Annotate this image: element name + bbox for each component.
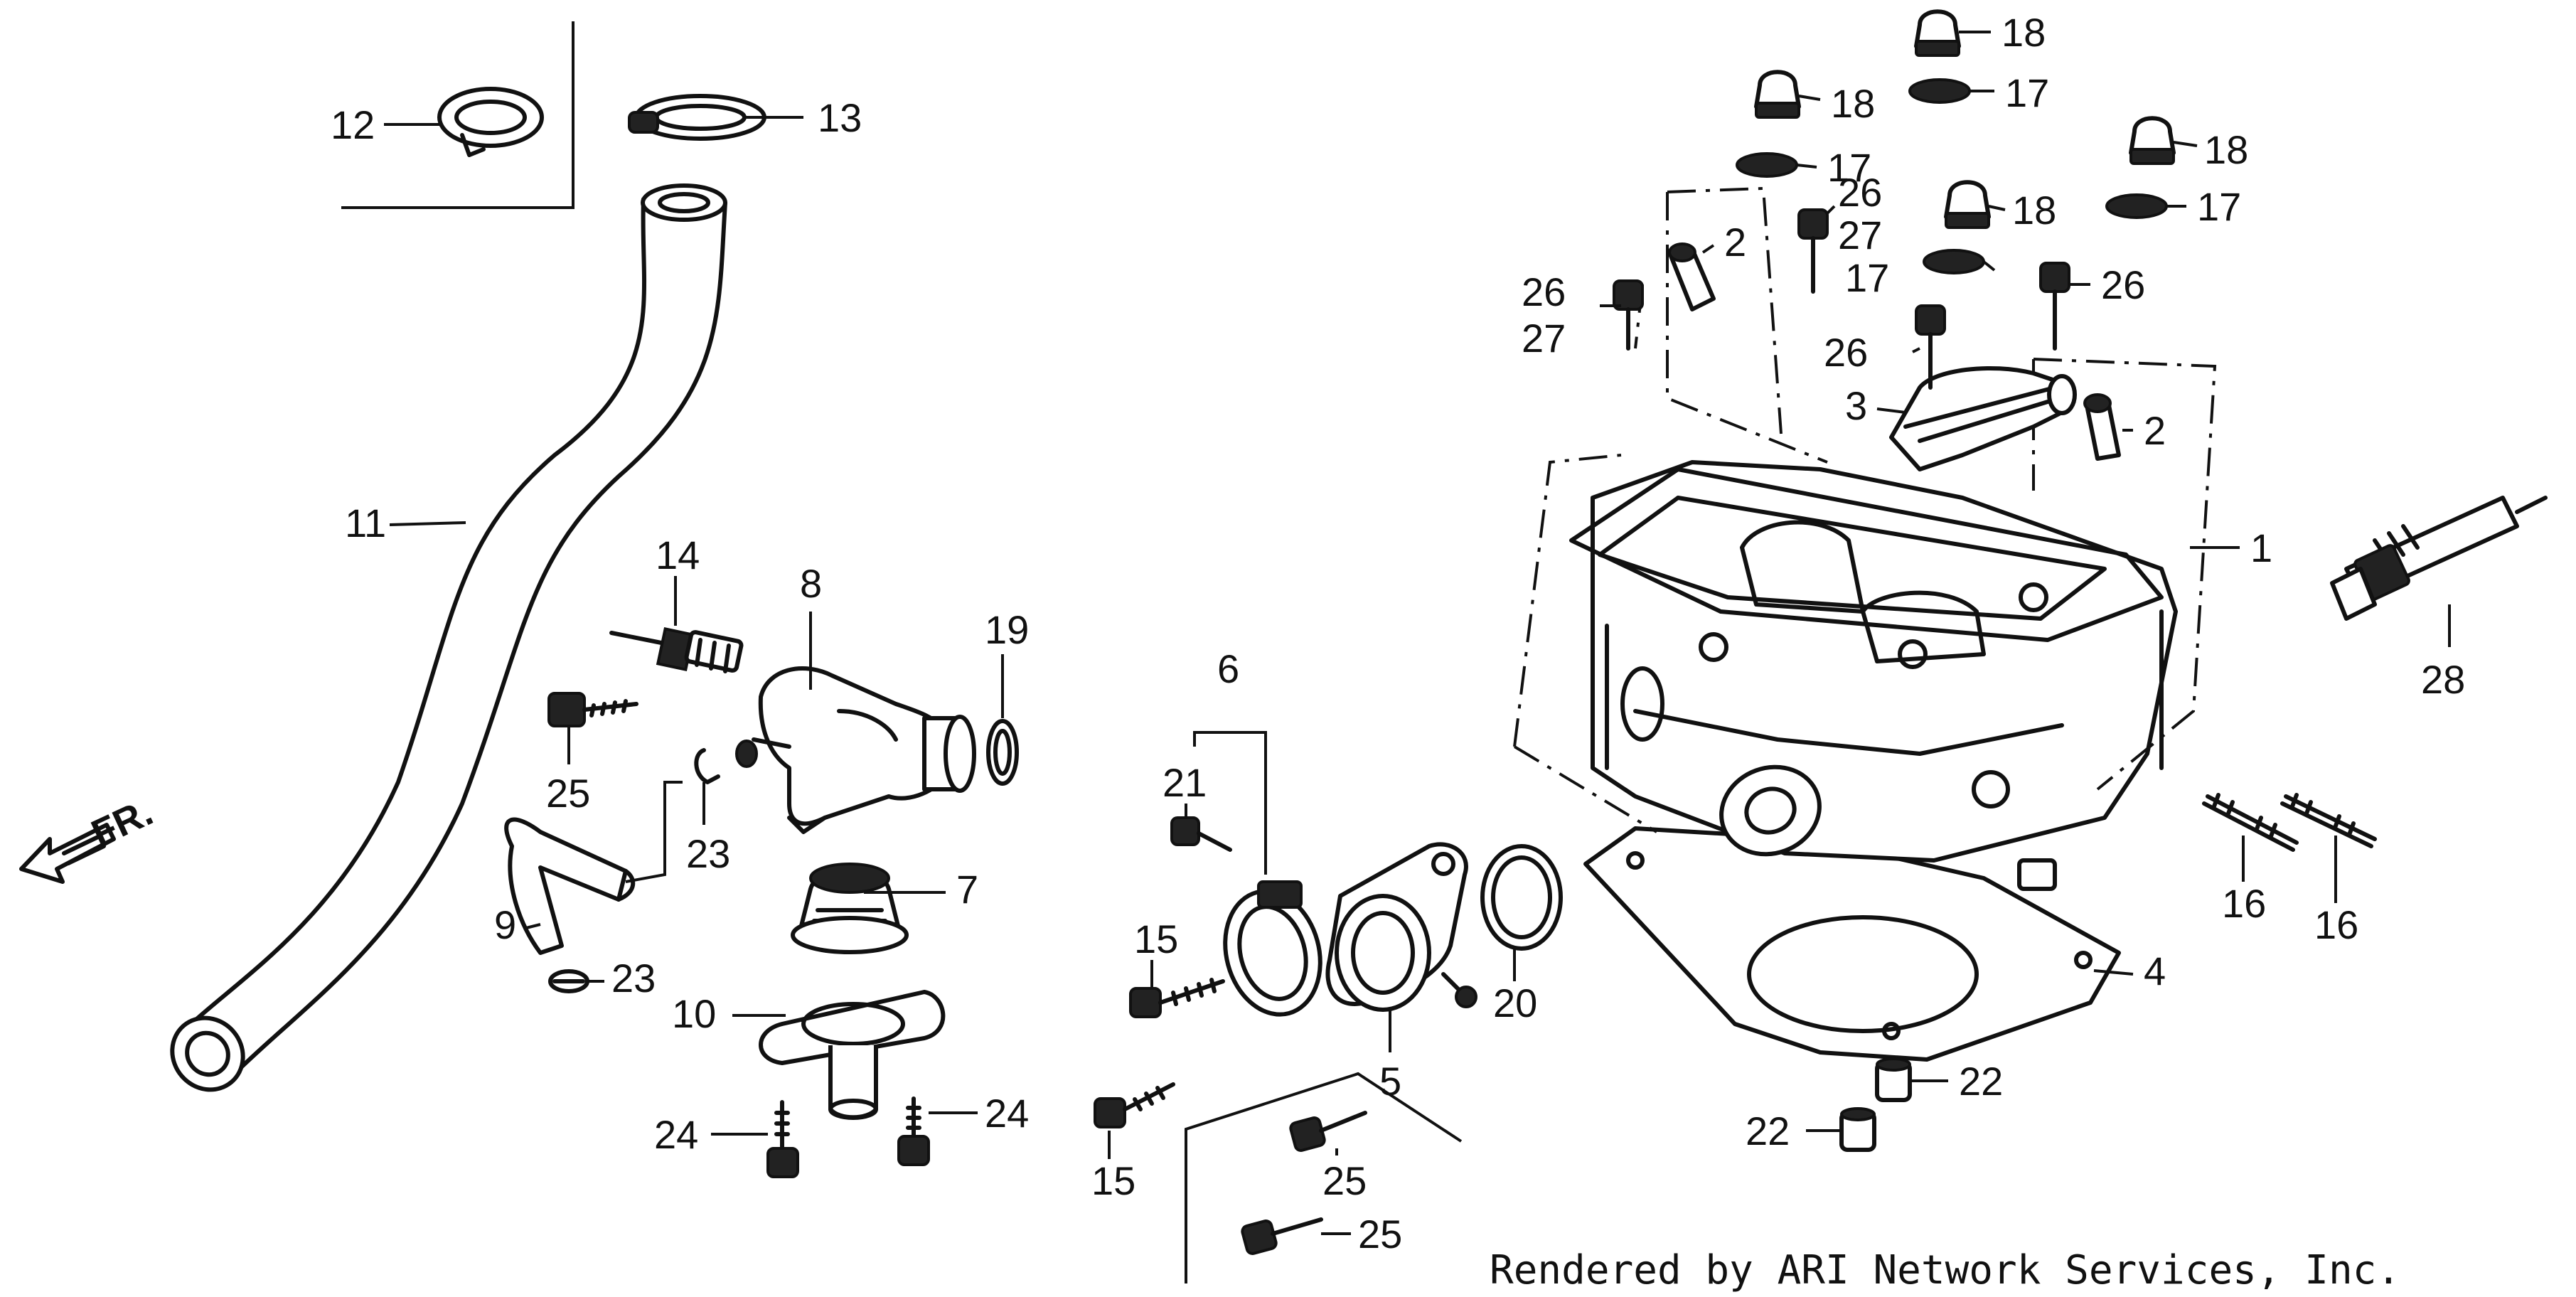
part-25-bolt-a [547,692,638,727]
credit-text: Rendered by ARI Network Services, Inc. [1490,1247,2400,1293]
callout-11: 11 [345,501,386,545]
part-17-washer-c [2105,193,2168,219]
part-18-cap-nut-d [1944,180,1991,229]
part-6-clamp [1223,880,1322,1017]
part-11-coolant-hose [170,183,727,1092]
callout-28: 28 [2421,657,2465,702]
callout-26d: 26 [1824,330,1868,375]
part-9-bypass-hose [504,817,636,955]
callout-24b: 24 [985,1091,1029,1136]
callout-16b: 16 [2314,902,2358,947]
callout-17d: 17 [2197,184,2241,229]
part-22-dowel-b [1839,1107,1876,1152]
callout-18c: 18 [2204,127,2248,172]
part-8-water-outlet [735,666,976,834]
callout-27a: 27 [1522,316,1566,361]
callout-18b: 18 [1831,81,1875,126]
part-13-band-clamp [628,94,766,141]
part-17-washer-a [1908,78,1971,104]
callout-25c: 25 [1358,1212,1402,1256]
part-1-cylinder-head [1569,460,2178,1062]
callout-17b: 17 [1827,145,1871,190]
part-25-bolt-b [1289,1111,1367,1152]
bracket-25 [1185,1072,1463,1283]
callout-15b: 15 [1091,1158,1135,1203]
callout-10: 10 [672,991,716,1036]
part-28-spark-plug [2330,496,2548,621]
callout-8: 8 [800,561,822,606]
callout-9: 9 [494,902,516,947]
callout-18d: 18 [2012,188,2056,233]
callout-12: 12 [331,102,375,147]
callout-5: 5 [1379,1059,1401,1104]
part-24-bolt-b [897,1096,930,1166]
callout-16a: 16 [2222,881,2266,926]
part-2-dowel-a [1668,242,1716,311]
bracket-9-23 [625,781,683,883]
callout-18a: 18 [2002,10,2046,55]
part-7-thermostat [791,863,909,954]
callout-19: 19 [985,607,1029,652]
part-22-dowel-a [1875,1057,1912,1102]
bracket-6 [1193,731,1267,875]
part-15-bolt-a [1129,978,1225,1018]
bracket-12-13 [341,21,574,209]
part-12-clamp [437,87,544,157]
part-17-washer-b [1736,152,1798,178]
part-17-washer-d [1923,249,1985,274]
part-18-cap-nut-a [1914,9,1961,57]
part-16-stud-b [2280,793,2377,848]
part-5-intake-joint [1325,842,1477,1012]
callout-23a: 23 [686,831,730,876]
callout-15a: 15 [1134,917,1178,961]
callout-1: 1 [2250,525,2272,570]
part-19-o-ring [986,719,1019,786]
callout-4: 4 [2144,949,2166,993]
callout-17a: 17 [2005,70,2049,115]
part-18-cap-nut-b [1754,70,1801,119]
callout-14: 14 [656,533,700,577]
leader-lines [384,31,2451,1235]
front-direction-arrow: FR. [19,791,159,884]
part-26-bolt-d [1915,304,1946,390]
part-26-bolt-c [2039,262,2070,351]
callout-25a: 25 [546,771,590,816]
part-15-bolt-b [1094,1082,1175,1128]
callout-26a: 26 [1522,269,1566,314]
part-18-cap-nut-c [2129,116,2176,165]
part-26-bolt-b [1797,208,1829,294]
callout-17c: 17 [1845,255,1889,300]
callout-2a: 2 [1724,220,1746,265]
part-26-bolt-a [1613,279,1644,351]
callout-23b: 23 [611,956,656,1000]
part-21-bolt [1170,816,1232,852]
callout-24a: 24 [654,1112,698,1157]
callout-26c: 26 [2101,262,2145,307]
callout-13: 13 [818,95,862,140]
part-20-o-ring [1480,844,1563,951]
callout-20: 20 [1493,981,1537,1025]
part-23-clip-b [548,969,589,993]
callout-22b: 22 [1746,1109,1790,1153]
part-23-clip-a [694,748,720,784]
callout-labels: 1 2 2 3 4 5 6 7 8 9 10 11 12 13 14 15 15… [331,10,2465,1256]
part-10-thermostat-cover [759,990,946,1120]
part-16-stud-a [2202,793,2299,852]
part-2-dowel-b [2083,393,2121,461]
callout-27b: 27 [1838,213,1882,257]
callout-3: 3 [1845,383,1867,428]
part-14-sensor [609,627,744,673]
callout-26b: 26 [1838,170,1882,215]
callout-25b: 25 [1322,1158,1367,1203]
callout-21: 21 [1163,760,1207,805]
part-24-bolt-a [766,1100,799,1178]
callout-22a: 22 [1959,1059,2003,1104]
callout-6: 6 [1217,646,1239,691]
callout-7: 7 [956,867,978,912]
callout-2b: 2 [2144,408,2166,453]
part-3-cam-holder [1889,366,2077,471]
part-25-bolt-c [1241,1217,1323,1255]
